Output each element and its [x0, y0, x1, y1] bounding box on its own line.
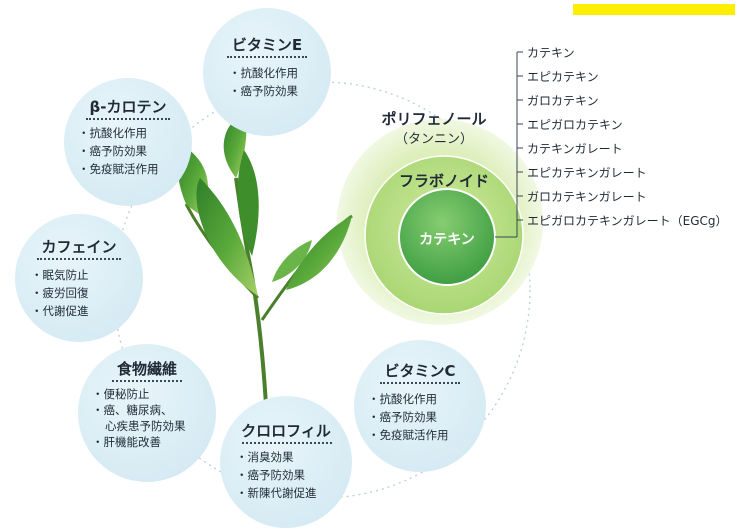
bubble-dietary-fiber: 食物繊維 便秘防止 癌、糖尿病、 心疾患予防効果 肝機能改善: [78, 344, 216, 482]
list-item-continued: 心疾患予防効果: [105, 419, 186, 433]
bubble-caffeine: カフェイン 眠気防止 疲労回復 代謝促進: [15, 214, 143, 342]
title-underline: [242, 442, 332, 444]
bubble-title: ビタミンE: [231, 36, 303, 54]
bubble-vitamin-e: ビタミンE 抗酸化作用 癌予防効果: [203, 8, 331, 136]
title-underline: [37, 258, 121, 260]
list-item: 疲労回復: [31, 284, 89, 302]
list-item: 抗酸化作用: [78, 124, 159, 142]
list-item: 肝機能改善: [92, 434, 186, 450]
list-item: 眠気防止: [31, 266, 89, 284]
catechin-type-item: エピカテキン: [527, 70, 599, 84]
list-item: 新陳代謝促進: [236, 484, 317, 502]
list-item: 癌予防効果: [78, 142, 159, 160]
title-underline: [86, 118, 170, 120]
bubble-title: ビタミンC: [384, 362, 456, 380]
catechin-type-item: ガロカテキン: [527, 94, 599, 108]
bubble-title: 食物繊維: [116, 360, 177, 378]
catechin-type-item: ガロカテキンガレート: [527, 190, 647, 204]
list-item: 消臭効果: [236, 448, 317, 466]
title-underline: [380, 382, 460, 384]
list-item: 便秘防止: [92, 386, 186, 402]
polyphenol-title: ポリフェノール: [381, 110, 487, 128]
list-item: 免疫賦活作用: [78, 160, 159, 178]
bubble-title: β-カロテン: [89, 98, 167, 116]
bubble-title: カフェイン: [41, 238, 117, 256]
flavonoid-label: フラボノイド: [398, 172, 489, 190]
list-item: 代謝促進: [31, 302, 89, 320]
list-item: 癌予防効果: [236, 466, 317, 484]
catechin-type-item: カテキン: [527, 46, 575, 60]
polyphenol-subtitle: （タンニン）: [394, 132, 473, 147]
list-item: 癌予防効果: [368, 408, 449, 426]
tea-leaf-illustration: [177, 112, 353, 446]
catechin-type-item: エピカテキンガレート: [527, 166, 647, 180]
list-item: 抗酸化作用: [229, 64, 299, 82]
bubble-chlorophyll: クロロフィル 消臭効果 癌予防効果 新陳代謝促進: [220, 396, 352, 528]
title-underline: [112, 380, 182, 382]
bubble-title: クロロフィル: [241, 422, 331, 440]
list-item: 癌予防効果: [229, 82, 299, 100]
yellow-accent-bar: [573, 4, 735, 15]
catechin-type-item: エピガロカテキンガレート（EGCg）: [527, 214, 728, 228]
catechin-core-label: カテキン: [419, 232, 475, 248]
catechin-bracket: [495, 51, 523, 238]
bubble-beta-carotene: β-カロテン 抗酸化作用 癌予防効果 免疫賦活作用: [64, 78, 192, 206]
list-item: 癌、糖尿病、: [92, 402, 186, 418]
title-underline: [227, 56, 307, 58]
list-item: 免疫賦活作用: [368, 426, 449, 444]
list-item: 抗酸化作用: [368, 390, 449, 408]
catechin-types-list: カテキン エピカテキン ガロカテキン エピガロカテキン カテキンガレート エピカ…: [527, 41, 728, 233]
catechin-type-item: エピガロカテキン: [527, 118, 623, 132]
catechin-type-item: カテキンガレート: [527, 142, 623, 156]
bubble-vitamin-c: ビタミンC 抗酸化作用 癌予防効果 免疫賦活作用: [354, 340, 486, 472]
